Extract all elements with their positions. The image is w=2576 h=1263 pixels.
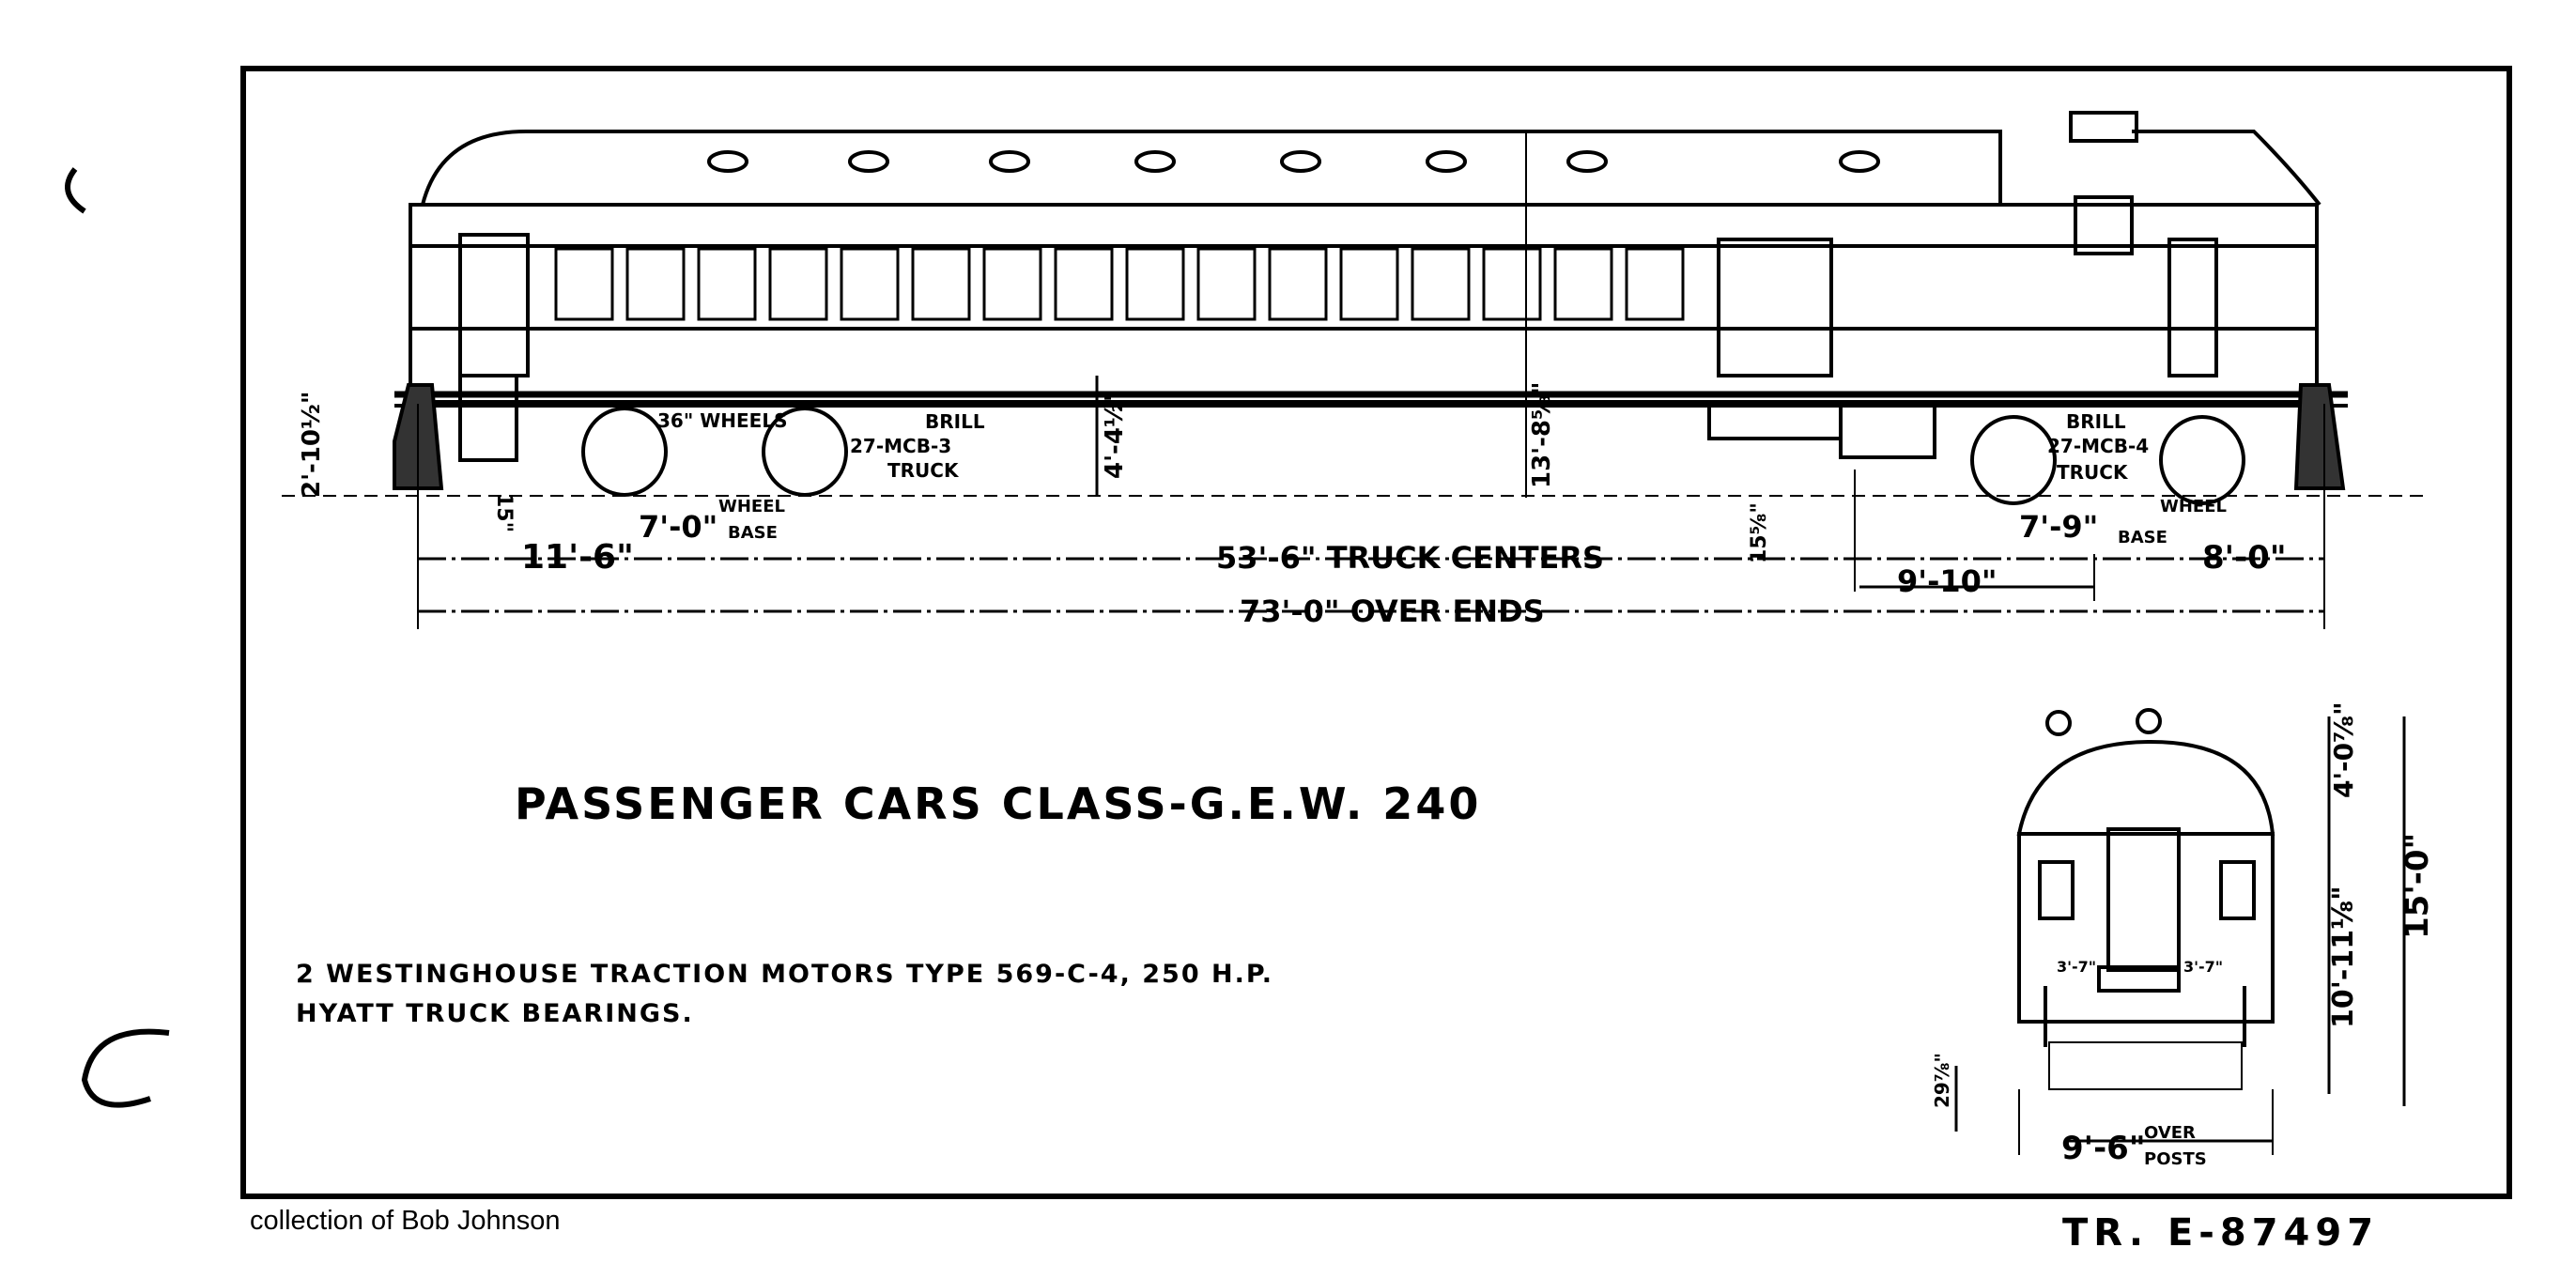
- side-view-labels: 36" WHEELS BRILL 27-MCB-3 TRUCK BRILL 27…: [298, 382, 2287, 629]
- svg-text:15": 15": [492, 493, 516, 532]
- drawing-title: PASSENGER CARS CLASS-G.E.W. 240: [515, 778, 1481, 829]
- collection-caption: collection of Bob Johnson: [250, 1206, 561, 1236]
- svg-text:TRUCK: TRUCK: [887, 459, 960, 482]
- side-view: [282, 111, 2423, 629]
- svg-text:BASE: BASE: [2118, 528, 2167, 547]
- svg-text:BASE: BASE: [728, 523, 778, 543]
- svg-text:27-MCB-3: 27-MCB-3: [850, 435, 951, 457]
- svg-text:15'-0": 15'-0": [2399, 833, 2436, 939]
- note-bearings: HYATT TRUCK BEARINGS.: [296, 999, 694, 1028]
- car-roof: [421, 130, 2002, 206]
- svg-text:13'-8⅝": 13'-8⅝": [1528, 382, 1556, 488]
- windows: [554, 247, 1685, 321]
- svg-text:8'-0": 8'-0": [2202, 539, 2287, 577]
- svg-text:73'-0" OVER ENDS: 73'-0" OVER ENDS: [1240, 593, 1545, 629]
- note-motors: 2 WESTINGHOUSE TRACTION MOTORS TYPE 569-…: [296, 960, 1273, 989]
- svg-text:27-MCB-4: 27-MCB-4: [2047, 435, 2149, 457]
- car-body: [409, 203, 2319, 404]
- svg-text:7'-9": 7'-9": [2019, 509, 2098, 545]
- svg-text:10'-11⅛": 10'-11⅛": [2327, 886, 2360, 1028]
- svg-text:4'-4½": 4'-4½": [1101, 390, 1129, 479]
- svg-text:POSTS: POSTS: [2144, 1149, 2207, 1169]
- svg-text:BRILL: BRILL: [2066, 410, 2126, 433]
- end-body: [2017, 832, 2275, 1024]
- svg-text:11'-6": 11'-6": [521, 538, 634, 577]
- wheels: [581, 407, 2245, 505]
- binding-hole-top: [65, 167, 86, 214]
- svg-text:3'-7": 3'-7": [2183, 958, 2223, 976]
- steps-left: [458, 374, 518, 462]
- svg-text:BRILL: BRILL: [925, 410, 985, 433]
- headlight-box: [2074, 195, 2134, 255]
- svg-text:7'-0": 7'-0": [639, 509, 717, 545]
- end-view: [1954, 708, 2406, 1155]
- svg-text:TRUCK: TRUCK: [2057, 461, 2129, 484]
- end-view-labels: 4'-0⅞" 10'-11⅛" 15'-0" 29⅞" 9'-6" OVER P…: [1931, 701, 2436, 1169]
- svg-text:3'-7": 3'-7": [2057, 958, 2096, 976]
- drawing-number: TR. E-87497: [2062, 1211, 2379, 1255]
- roof-vents: [707, 150, 1880, 173]
- end-door: [2106, 827, 2181, 972]
- svg-text:9'-10": 9'-10": [1897, 563, 1998, 599]
- svg-text:2'-10½": 2'-10½": [298, 392, 326, 498]
- door-left: [458, 233, 530, 377]
- svg-text:WHEEL: WHEEL: [2160, 497, 2227, 516]
- coupler-right: [2293, 383, 2346, 490]
- door-center: [1717, 238, 1833, 377]
- svg-text:OVER: OVER: [2144, 1123, 2196, 1143]
- binding-hole-bottom: [81, 1028, 170, 1108]
- svg-text:29⅞": 29⅞": [1931, 1053, 1953, 1108]
- svg-text:36" WHEELS: 36" WHEELS: [657, 409, 788, 432]
- svg-text:9'-6": 9'-6": [2061, 1130, 2146, 1167]
- door-right: [2167, 238, 2218, 377]
- svg-text:15⅝": 15⅝": [1748, 502, 1771, 563]
- end-roof: [2016, 739, 2275, 836]
- drawing-border: [240, 66, 2512, 1199]
- svg-text:WHEEL: WHEEL: [718, 497, 785, 516]
- svg-text:4'-0⅞": 4'-0⅞": [2328, 701, 2359, 798]
- svg-text:53'-6" TRUCK CENTERS: 53'-6" TRUCK CENTERS: [1216, 540, 1604, 576]
